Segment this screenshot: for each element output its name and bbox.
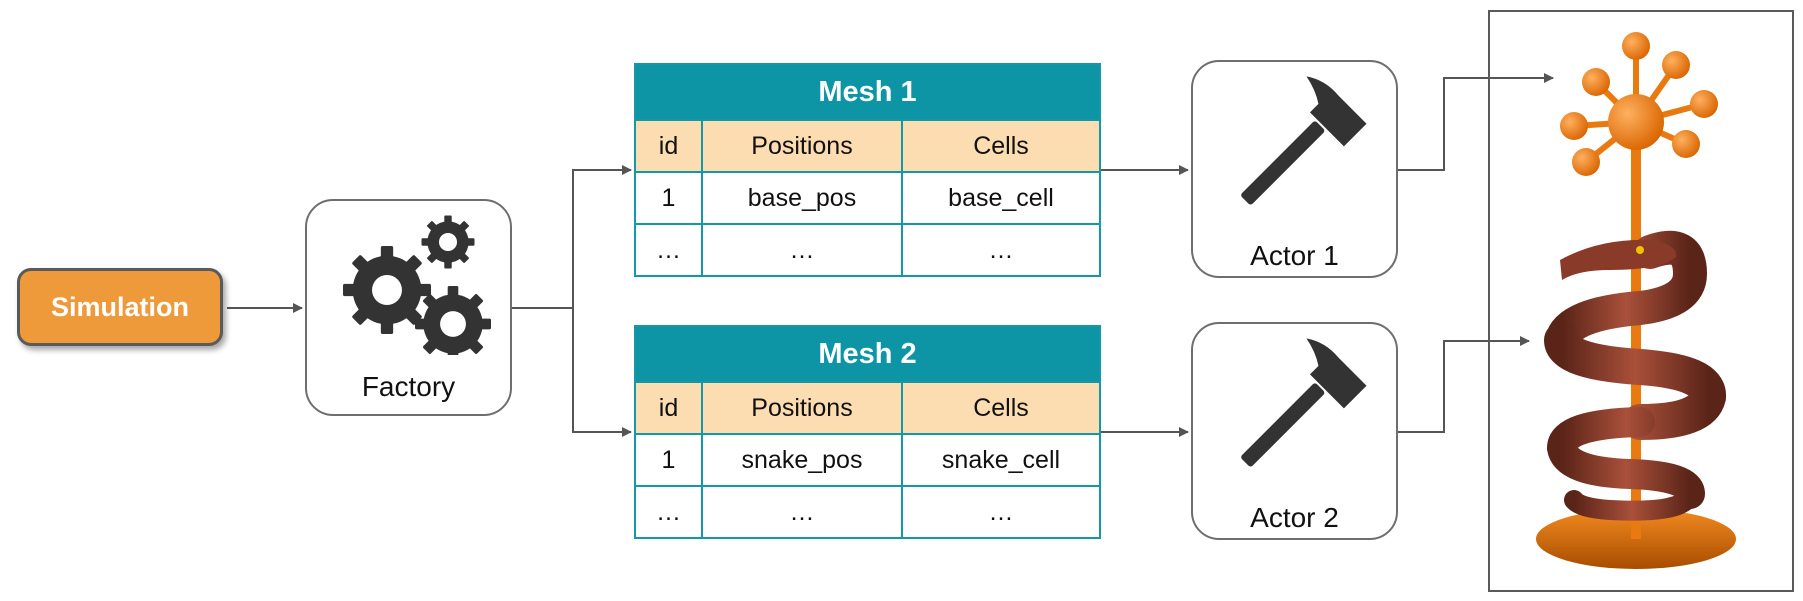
cell-positions: base_pos xyxy=(701,173,901,223)
cell-id: 1 xyxy=(661,445,676,474)
cell-positions: … xyxy=(701,225,901,275)
table-header-row: id Positions Cells xyxy=(636,381,1099,433)
render-output-frame xyxy=(1488,10,1794,592)
cell-id: 1 xyxy=(661,183,676,212)
simulation-label: Simulation xyxy=(50,291,189,322)
cell-cells: base_cell xyxy=(901,173,1099,223)
actor-label: Actor 2 xyxy=(1250,502,1339,533)
arrow-actor1-render xyxy=(1398,73,1554,171)
cell-cells: … xyxy=(901,487,1099,537)
header-id: id xyxy=(658,131,679,160)
arrow-factory-mesh2 xyxy=(572,308,632,437)
mesh-title: Mesh 2 xyxy=(636,327,1099,381)
table-row: … … … xyxy=(636,485,1099,537)
mesh-table-1: Mesh 1 id Positions Cells 1 base_pos bas… xyxy=(634,63,1101,277)
header-positions: Positions xyxy=(701,383,901,433)
factory-node: Factory xyxy=(305,199,512,416)
cell-positions: snake_pos xyxy=(701,435,901,485)
simulation-node: Simulation xyxy=(17,268,223,346)
table-row: 1 snake_pos snake_cell xyxy=(636,433,1099,485)
arrow-factory-mesh1 xyxy=(512,165,632,309)
table-header-row: id Positions Cells xyxy=(636,119,1099,171)
header-id: id xyxy=(658,393,679,422)
hammer-icon xyxy=(1241,338,1367,467)
table-row: … … … xyxy=(636,223,1099,275)
cell-id: … xyxy=(656,235,681,264)
actor-label: Actor 1 xyxy=(1250,240,1339,271)
mesh-table-2: Mesh 2 id Positions Cells 1 snake_pos sn… xyxy=(634,325,1101,539)
actor-node-1: Actor 1 xyxy=(1191,60,1398,278)
header-cells: Cells xyxy=(901,383,1099,433)
cell-positions: … xyxy=(701,487,901,537)
gears-icon xyxy=(343,215,491,355)
actor-node-2: Actor 2 xyxy=(1191,322,1398,540)
header-cells: Cells xyxy=(901,121,1099,171)
arrow-actor2-render xyxy=(1398,336,1530,433)
cell-id: … xyxy=(656,497,681,526)
table-row: 1 base_pos base_cell xyxy=(636,171,1099,223)
cell-cells: … xyxy=(901,225,1099,275)
caduceus-snake-render xyxy=(1536,32,1736,569)
factory-label: Factory xyxy=(361,371,456,402)
header-positions: Positions xyxy=(701,121,901,171)
mesh-title: Mesh 1 xyxy=(636,65,1099,119)
hammer-icon xyxy=(1241,76,1367,205)
cell-cells: snake_cell xyxy=(901,435,1099,485)
